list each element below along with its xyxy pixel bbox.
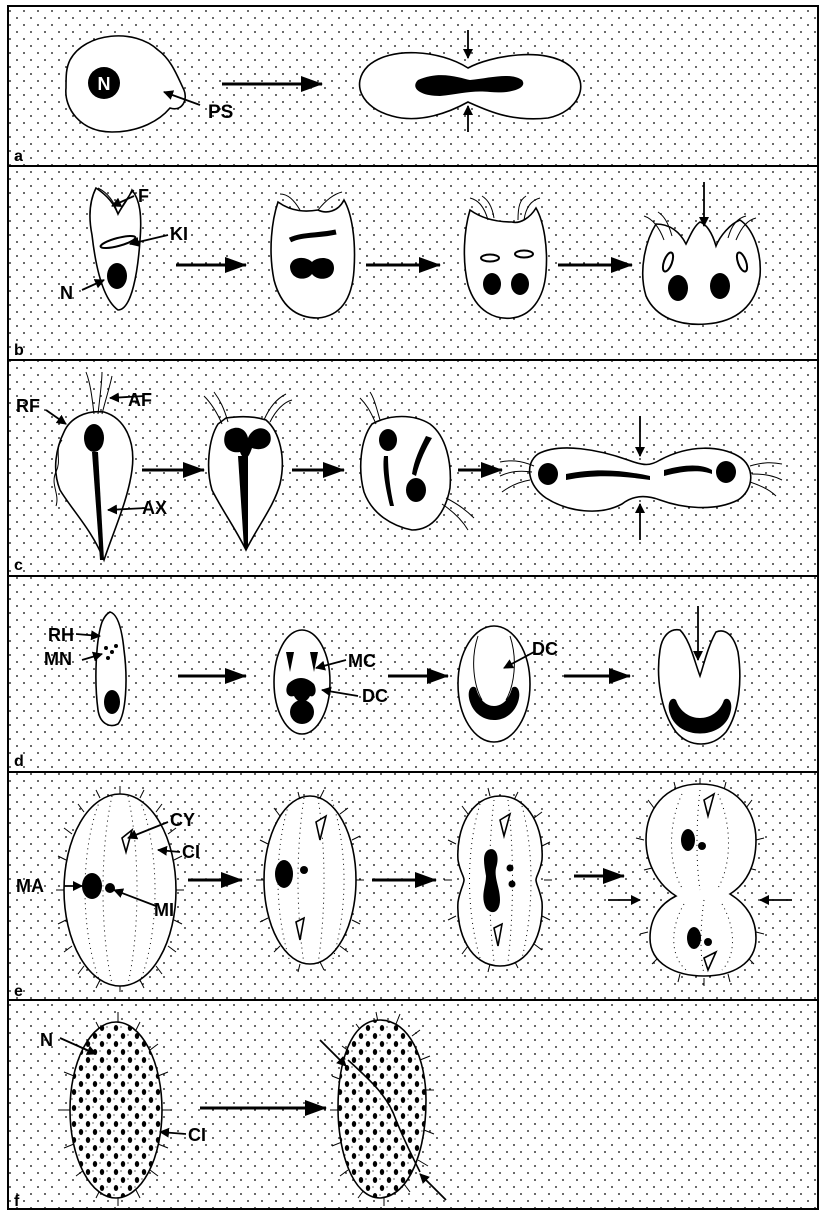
label-rf: RF [16,396,40,416]
label-mn: MN [44,649,72,669]
label-ax: AX [142,498,167,518]
panel-letter-d: d [14,753,24,770]
flagellate-cell-3 [464,208,546,318]
micronucleus-e2 [300,866,308,874]
panel-letter-b: b [14,342,24,359]
nucleus-b3a [483,273,501,295]
label-n-f: N [40,1030,53,1050]
label-n-b: N [60,283,73,303]
nucleus-c4a [538,463,558,485]
nucleus-b1 [107,263,127,289]
macronucleus-e4b [687,927,701,949]
panel-letter-f: f [14,1193,20,1210]
panel-letter-c: c [14,557,23,574]
macronucleus-e2 [275,860,293,888]
label-mi: MI [154,900,174,920]
label-n-a: N [98,74,111,94]
kinetoplast-b3a [481,255,499,262]
macronucleus-e1 [82,873,102,899]
nucleus-c3a [379,429,397,451]
label-af: AF [128,390,152,410]
label-dc-1: DC [362,686,388,706]
panel-e: CY CI MA MI [8,772,818,1000]
micronucleus-e1 [105,883,115,893]
panel-d: RH MN MC DC DC d [8,576,818,772]
kinetoplast-b3b [515,251,533,258]
panel-letter-a: a [14,148,23,165]
nucleus-b4a [668,275,688,301]
nucleus-d1 [104,690,120,714]
label-rh: RH [48,625,74,645]
nucleus-c1 [84,424,104,452]
nucleus-c3b [406,478,426,502]
flagellate-cell-4 [643,220,761,324]
micronucleus-e4b [704,938,712,946]
macronucleus-e4a [681,829,695,851]
label-ci-e: CI [182,842,200,862]
panel-b: F KI N b [8,166,818,360]
nucleus-b4b [710,273,730,299]
apicomplexan-cell-3 [458,626,530,742]
label-cy: CY [170,810,195,830]
label-ci-f: CI [188,1125,206,1145]
panel-letter-e: e [14,983,23,1000]
panel-f: N CI f [8,1000,818,1210]
label-ps: PS [208,102,233,123]
flagellate-cell-2 [271,200,354,318]
panel-c: AF RF AX c [8,360,818,576]
label-dc-2: DC [532,639,558,659]
label-f: F [138,186,149,206]
label-mc: MC [348,651,376,671]
micronucleus-e3b [509,881,516,888]
label-ma: MA [16,876,44,896]
micronucleus-e4a [698,842,706,850]
nucleus-d2 [290,700,314,724]
nucleus-c4b [716,461,736,483]
nucleus-b3b [511,273,529,295]
micronucleus-e3a [507,865,514,872]
panel-a: N PS a [8,6,818,166]
label-ki: KI [170,224,188,244]
